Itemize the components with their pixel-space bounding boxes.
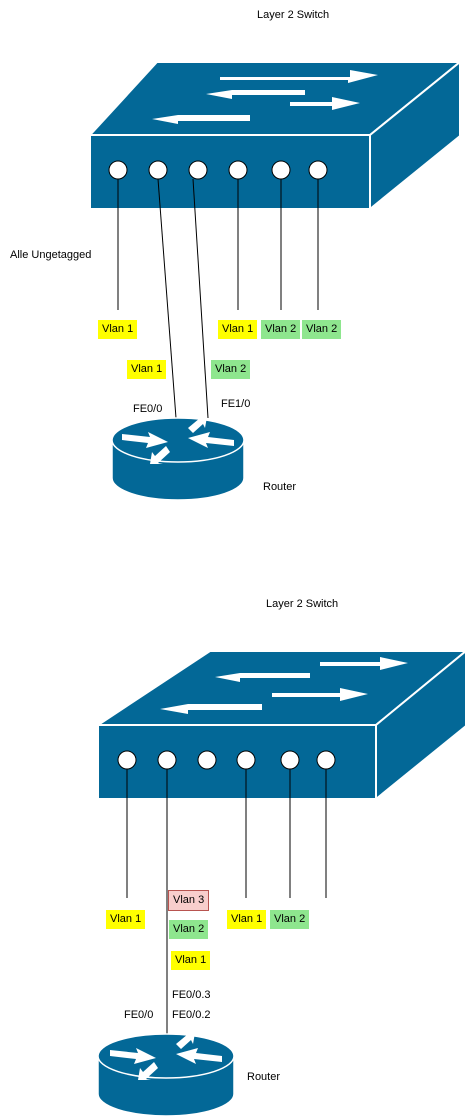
- port-3: [197, 750, 217, 770]
- bottom-tag-port-4: Vlan 1: [227, 910, 267, 929]
- top-router-label: Router: [263, 481, 297, 493]
- switch-arrows-icon: [160, 657, 408, 714]
- top-switch: [87, 59, 463, 212]
- untagged-note: Alle Ungetagged: [10, 249, 92, 261]
- trunk-tag-vlan1: Vlan 1: [171, 951, 211, 970]
- cable-port-2: [157, 178, 177, 419]
- cable-port-3: [192, 178, 209, 419]
- port-6: [308, 160, 328, 180]
- router-top: [111, 417, 245, 463]
- top-switch-title: Layer 2 Switch: [257, 9, 330, 21]
- router-arrows-icon: [122, 417, 234, 464]
- bottom-switch-ports: [117, 750, 336, 770]
- top-tag-router-vlan2: Vlan 2: [211, 360, 251, 379]
- interface-fe0-0: FE0/0: [133, 403, 163, 415]
- interface-fe0-0-3: FE0/0.3: [172, 989, 211, 1001]
- bottom-switch-title: Layer 2 Switch: [266, 598, 339, 610]
- top-tag-port-5: Vlan 2: [261, 320, 301, 339]
- port-5: [271, 160, 291, 180]
- top-cables: [117, 178, 319, 419]
- trunk-tag-vlan3: Vlan 3: [168, 890, 210, 911]
- router-top: [97, 1033, 235, 1079]
- bottom-tag-port-1: Vlan 1: [106, 910, 146, 929]
- port-2: [157, 750, 177, 770]
- port-4: [228, 160, 248, 180]
- top-router: [111, 417, 245, 501]
- interface-fe1-0: FE1/0: [221, 398, 251, 410]
- port-1: [117, 750, 137, 770]
- port-5: [280, 750, 300, 770]
- top-tag-port-1: Vlan 1: [98, 320, 138, 339]
- interface-fe0-0-2: FE0/0.2: [172, 1009, 211, 1021]
- bottom-router-label: Router: [247, 1071, 281, 1083]
- bottom-switch: [94, 648, 469, 802]
- bottom-router: [97, 1033, 235, 1117]
- port-6: [316, 750, 336, 770]
- port-2: [148, 160, 168, 180]
- top-switch-ports: [108, 160, 328, 180]
- port-1: [108, 160, 128, 180]
- trunk-tag-vlan2: Vlan 2: [169, 920, 209, 939]
- top-tag-port-6: Vlan 2: [302, 320, 342, 339]
- router-arrows-icon: [110, 1033, 222, 1080]
- switch-arrows-icon: [152, 70, 378, 124]
- bottom-tag-port-5: Vlan 2: [270, 910, 310, 929]
- interface-fe0-0: FE0/0: [124, 1009, 154, 1021]
- port-4: [236, 750, 256, 770]
- port-3: [188, 160, 208, 180]
- bottom-cables: [126, 769, 327, 1040]
- top-tag-port-4: Vlan 1: [218, 320, 258, 339]
- top-tag-router-vlan1: Vlan 1: [127, 360, 167, 379]
